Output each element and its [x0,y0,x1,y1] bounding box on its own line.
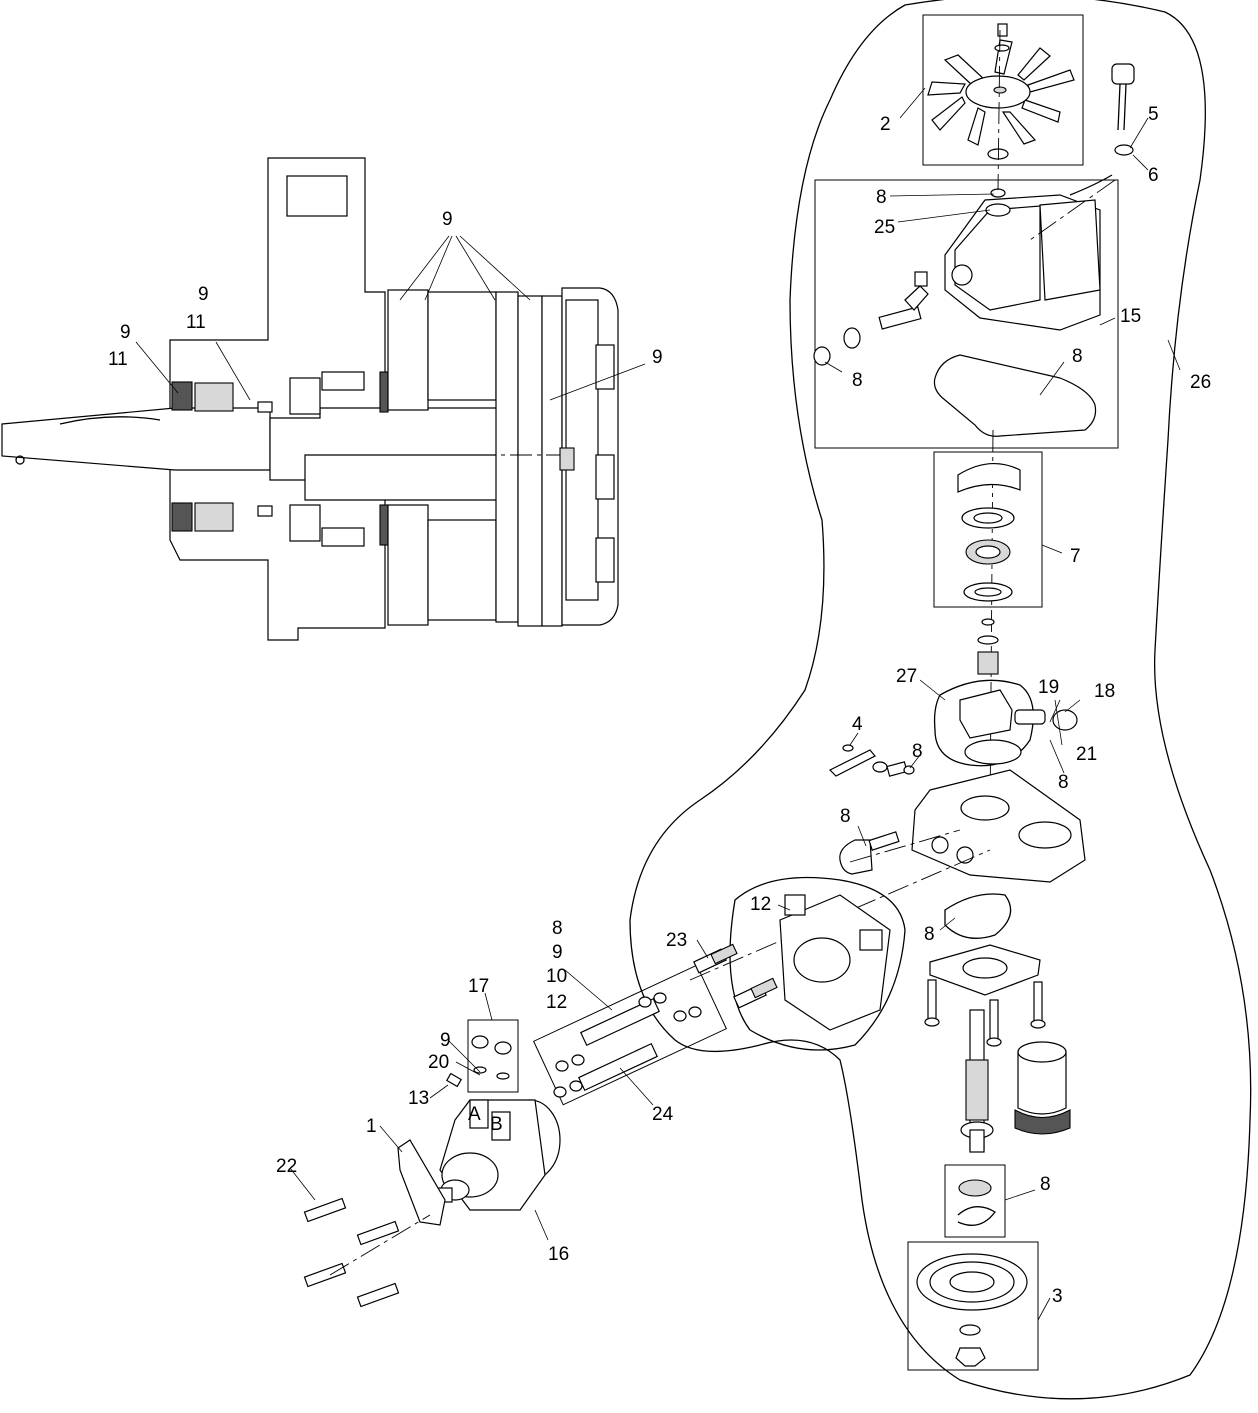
check-valve-tubes [553,992,702,1098]
callout-5: 5 [1148,104,1159,125]
callout-8-c: 8 [1072,346,1083,367]
pump-body [429,1099,561,1211]
callout-17: 17 [468,976,489,997]
leader-lines [289,87,1149,1321]
callout-7: 7 [1070,546,1081,567]
callout-9-d: 9 [652,347,663,368]
callout-8-f: 8 [840,806,851,827]
callout-9-e: 9 [552,942,563,963]
callout-8-g: 8 [924,924,935,945]
assembly-26-outline [629,0,1252,1400]
callout-12-a: 12 [546,992,567,1013]
valve-spring-stack [977,618,999,675]
callout-8-a: 8 [876,187,887,208]
callout-24: 24 [652,1104,674,1125]
tube-kit-box [532,964,728,1106]
fan [927,23,1075,160]
housing-gasket [933,354,1097,437]
callout-11-b: 11 [108,349,128,370]
callout-9-f: 9 [440,1030,451,1051]
shaft-bearing [957,1179,996,1226]
control-arm [397,1139,446,1226]
upper-housing [813,174,1113,366]
callout-15: 15 [1120,306,1141,327]
trunnion-housing [779,894,891,1031]
center-section [839,769,1086,883]
bearing-kit-box [933,451,1043,608]
callout-20: 20 [428,1052,449,1073]
callout-10: 10 [546,966,567,987]
callout-8-b: 8 [852,370,863,391]
pulley-box [907,1241,1039,1371]
cylinder-block [1014,1041,1071,1135]
housing-box [814,179,1119,449]
bearing-kit [957,462,1021,602]
bypass-linkage [828,709,1078,777]
callout-19: 19 [1038,677,1059,698]
callout-8-e: 8 [1058,772,1069,793]
port-a-marking: A [468,1104,481,1125]
callout-2: 2 [880,114,891,135]
input-shaft [960,1009,994,1153]
callout-8-h: 8 [1040,1174,1051,1195]
port-plugs [471,1035,512,1080]
pump-bolts [303,1197,400,1308]
callout-27: 27 [896,666,917,687]
callout-18: 18 [1094,681,1115,702]
callout-16: 16 [548,1244,569,1265]
lower-gasket [944,893,1012,939]
callout-4: 4 [852,714,863,735]
callout-26: 26 [1190,372,1211,393]
callout-1: 1 [366,1116,377,1137]
callout-9-a: 9 [442,209,453,230]
callout-3: 3 [1052,1286,1063,1307]
callout-8-d: 8 [912,741,923,762]
trunnion-outline [729,876,906,1051]
callout-11-a: 11 [186,312,206,333]
shaft-bearing-box [944,1164,1006,1238]
callout-22: 22 [276,1156,297,1177]
callout-12-b: 12 [750,894,771,915]
callout-25: 25 [874,217,895,238]
callout-9-c: 9 [120,322,131,343]
pulley [916,1253,1028,1367]
callout-6: 6 [1148,165,1159,186]
callout-21: 21 [1076,744,1097,765]
callout-23: 23 [666,930,687,951]
plug-box [467,1019,519,1093]
dipstick [1111,63,1135,156]
cap-screws [693,943,778,1009]
cross-section-view [1,157,646,641]
callout-8-i: 8 [552,918,563,939]
port-b-marking: B [490,1114,503,1135]
roll-pin [445,1072,463,1088]
callout-13: 13 [408,1088,429,1109]
callout-9-b: 9 [198,284,209,305]
mounting-bolts [924,979,1046,1047]
callout-labels: 1 2 3 4 5 6 7 8 8 8 8 8 8 8 8 8 9 9 9 9 … [108,104,1211,1307]
charge-pump [959,689,1022,765]
lower-plate [929,944,1041,996]
